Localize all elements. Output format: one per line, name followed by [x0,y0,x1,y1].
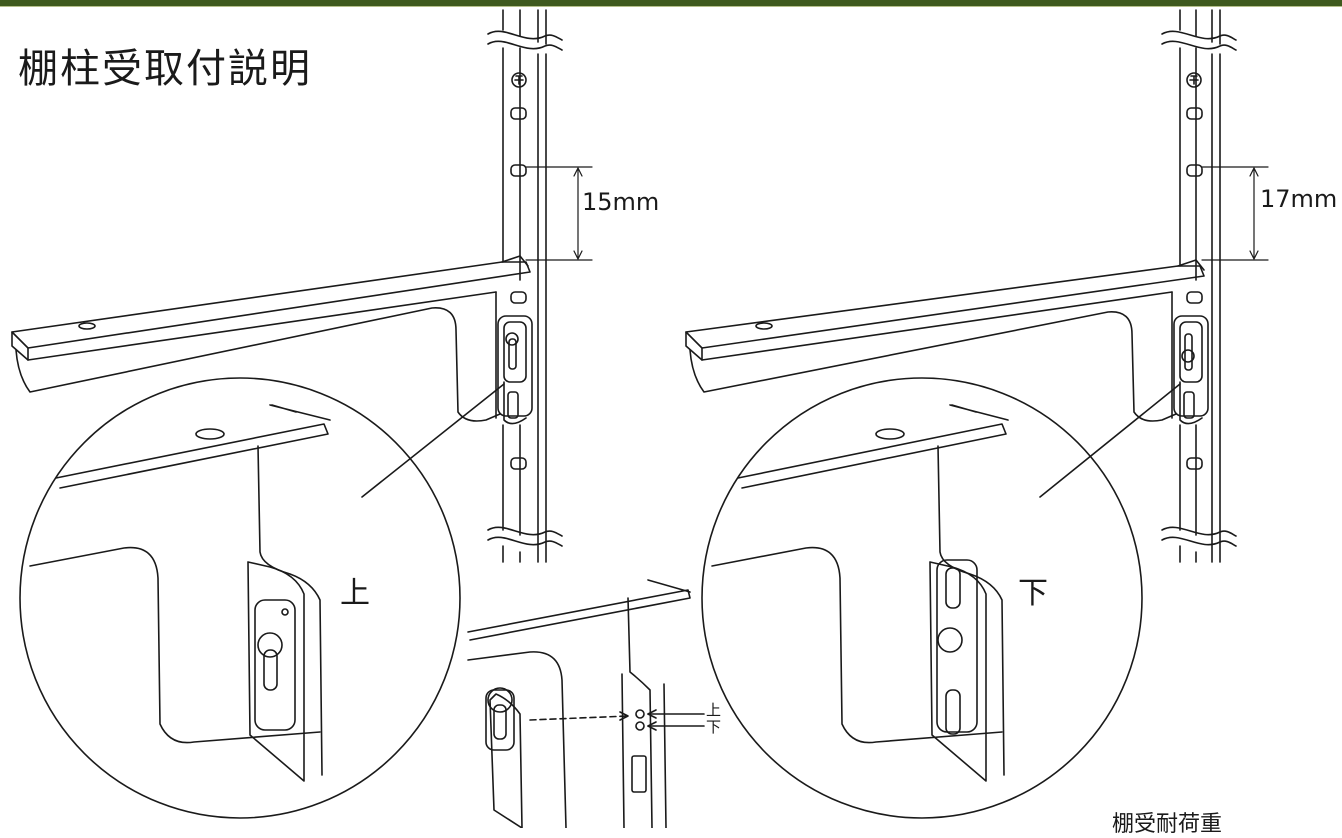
right-spacing-label: 17mm [1260,185,1338,213]
right-view [685,9,1269,819]
left-post-slots [510,107,527,470]
right-upright-post [1161,9,1237,563]
left-spacing-label: 15mm [582,188,660,216]
right-post-screw [1186,72,1202,88]
upper-hole-label: 上 [706,701,722,719]
right-shelf-bracket [685,259,1209,425]
left-upright-post [487,9,563,563]
top-accent-bar [0,0,1342,7]
left-leader-line [361,383,505,498]
right-position-label: 下 [1018,576,1048,611]
right-dimension-marker [1201,166,1269,261]
left-position-label: 上 [340,576,370,611]
left-shelf-bracket [11,255,533,425]
left-dimension-marker [525,166,593,261]
right-leader-line [1039,383,1181,498]
footer-note: 棚受耐荷重 [1112,812,1223,837]
right-magnified-detail [701,377,1143,819]
left-magnified-detail [19,377,461,819]
lower-hole-label: 下 [706,718,722,736]
left-view [11,9,593,819]
left-post-screw [511,72,527,88]
page-title: 棚柱受取付説明 [18,46,312,92]
center-detail [467,579,705,828]
right-post-slots [1186,107,1203,470]
